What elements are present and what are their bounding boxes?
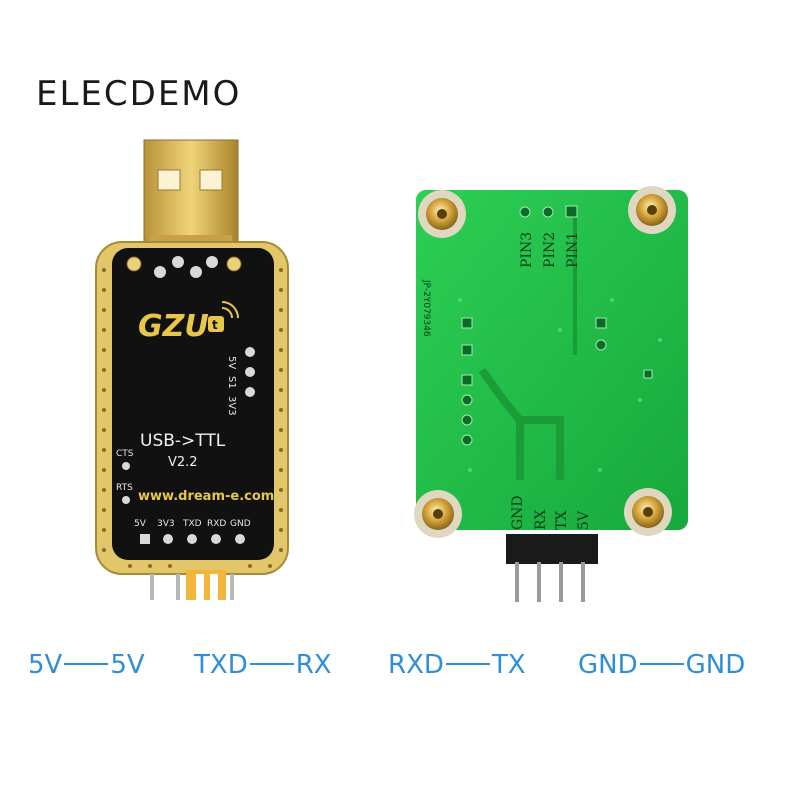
pin2-label: PIN2 bbox=[542, 232, 558, 268]
usb-ttl-version: V2.2 bbox=[168, 455, 198, 470]
connection-to: TX bbox=[491, 650, 526, 680]
connection-gnd: GND GND bbox=[578, 650, 745, 680]
header-pins bbox=[515, 562, 585, 602]
usb-top-pads bbox=[126, 256, 242, 278]
header-label-tx: TX bbox=[554, 511, 570, 530]
usb-header-legs bbox=[150, 574, 234, 600]
pcb-edge-holes bbox=[102, 268, 283, 568]
connection-from: GND bbox=[578, 650, 638, 680]
connection-txd-rx: TXD RX bbox=[194, 650, 332, 680]
pin-label-txd: TXD bbox=[182, 519, 202, 529]
side-label-s1: S1 bbox=[226, 376, 237, 389]
pin-label-rxd: RXD bbox=[207, 519, 226, 529]
pin3-label: PIN3 bbox=[519, 232, 535, 268]
header-label-rx: RX bbox=[533, 509, 549, 530]
pin-label-5v: 5V bbox=[134, 519, 147, 529]
connection-rxd-tx: RXD TX bbox=[388, 650, 526, 680]
pin1-label: PIN1 bbox=[565, 232, 581, 268]
website-url: www.dream-e.com bbox=[138, 489, 274, 504]
connection-from: RXD bbox=[388, 650, 444, 680]
cts-label: CTS bbox=[116, 449, 134, 459]
connection-from: TXD bbox=[194, 650, 248, 680]
side-label-3v3: 3V3 bbox=[226, 396, 237, 416]
sensor-board: PIN3 PIN2 PIN1 JP-2Y079346 GND RX TX bbox=[414, 186, 688, 602]
connection-to: RX bbox=[295, 650, 332, 680]
connection-mapping: 5V 5V TXD RX RXD TX GND GND bbox=[0, 650, 800, 690]
rts-label: RTS bbox=[116, 483, 133, 493]
header-label-gnd: GND bbox=[510, 495, 526, 530]
brand-title: ELECDEMO bbox=[36, 74, 242, 114]
header-label-5v: 5V bbox=[576, 510, 592, 530]
serial-code: JP-2Y079346 bbox=[421, 279, 431, 337]
connection-to: 5V bbox=[110, 650, 145, 680]
side-label-5v: 5V bbox=[226, 356, 237, 369]
connection-to: GND bbox=[685, 650, 746, 680]
gzu-logo: GZU bbox=[138, 309, 209, 344]
pin-header bbox=[506, 534, 598, 564]
usb-ttl-title: USB->TTL bbox=[140, 431, 226, 451]
usb-adapter: GZU t 5V S1 3V3 USB->TTL V2.2 CTS RTS ww… bbox=[95, 139, 289, 600]
connection-5v: 5V 5V bbox=[28, 650, 145, 680]
connection-from: 5V bbox=[28, 650, 63, 680]
brass-standoffs bbox=[414, 186, 676, 538]
pin-label-3v3: 3V3 bbox=[157, 519, 175, 529]
pin-label-gnd: GND bbox=[230, 519, 251, 529]
gzu-logo-mark: t bbox=[212, 318, 218, 332]
